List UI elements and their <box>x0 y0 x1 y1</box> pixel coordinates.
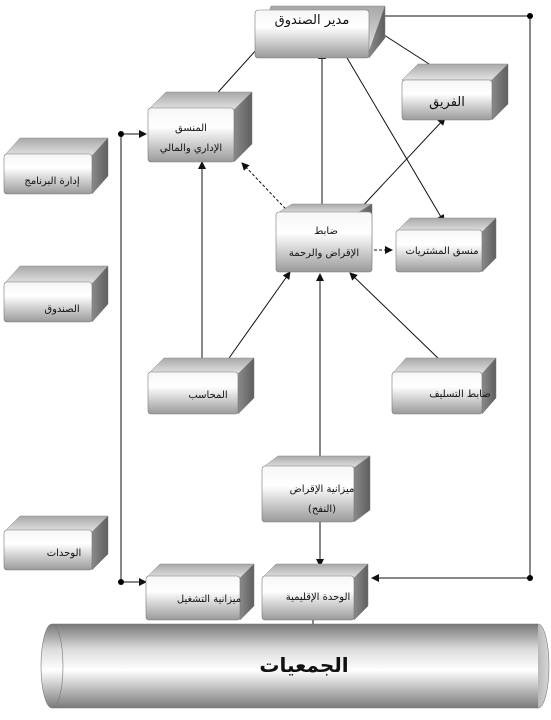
units-label: الوحدات <box>47 548 82 559</box>
lending-budget-label-line2: (النفح) <box>308 504 336 515</box>
accountant-label: المحاسب <box>188 390 227 401</box>
lending-budget-box: ميزانية الإقراض (النفح) <box>261 455 371 523</box>
fund-manager-label: مدير الصندوق <box>275 13 350 28</box>
regional-unit-label: الوحدة الإقليمية <box>286 592 351 603</box>
procurement-coordinator-box: منسق المشتريات <box>395 217 497 273</box>
units-box: الوحدات <box>3 515 109 571</box>
program-management-box: إدارة البرنامج <box>3 137 109 195</box>
junction-dot <box>527 575 533 581</box>
regional-unit-box: الوحدة الإقليمية <box>261 563 369 621</box>
associations-cylinder: الجمعيات <box>40 623 550 709</box>
loans-officer-label-line1: ضابط <box>314 226 338 237</box>
marketing-officer-box: ضابط التسليف <box>391 357 497 415</box>
team-label: الفريق <box>429 95 465 110</box>
fund-label: الصندوق <box>44 304 79 315</box>
fund-box: الصندوق <box>3 265 109 323</box>
fund-manager-box: مدير الصندوق <box>254 5 386 59</box>
loans-officer-box: ضابط الإقراض والرحمة <box>275 203 373 273</box>
operating-budget-label: ميزانية التشغيل <box>177 594 241 605</box>
loans-officer-label-line2: الإقراض والرحمة <box>289 248 359 259</box>
operating-budget-box: ميزانية التشغيل <box>145 563 255 621</box>
team-box: الفريق <box>401 63 509 121</box>
procurement-coordinator-label: منسق المشتريات <box>405 246 478 257</box>
marketing-loans-arrow <box>349 272 441 361</box>
junction-dot <box>118 131 124 137</box>
admin-coordinator-label-line2: الإداري والمالي <box>160 143 222 154</box>
junction-dot <box>527 13 533 19</box>
program-management-label: إدارة البرنامج <box>24 176 79 187</box>
junction-dot <box>118 579 124 585</box>
lending-budget-label-line1: ميزانية الإقراض <box>290 484 355 495</box>
accountant-box: المحاسب <box>147 357 255 415</box>
loans-accountant-arrow <box>221 271 291 369</box>
admin-coordinator-label-line1: المنسق <box>175 123 207 134</box>
marketing-officer-label: ضابط التسليف <box>429 389 490 400</box>
admin-coordinator-box: المنسق الإداري والمالي <box>147 91 253 163</box>
associations-label: الجمعيات <box>259 653 348 677</box>
